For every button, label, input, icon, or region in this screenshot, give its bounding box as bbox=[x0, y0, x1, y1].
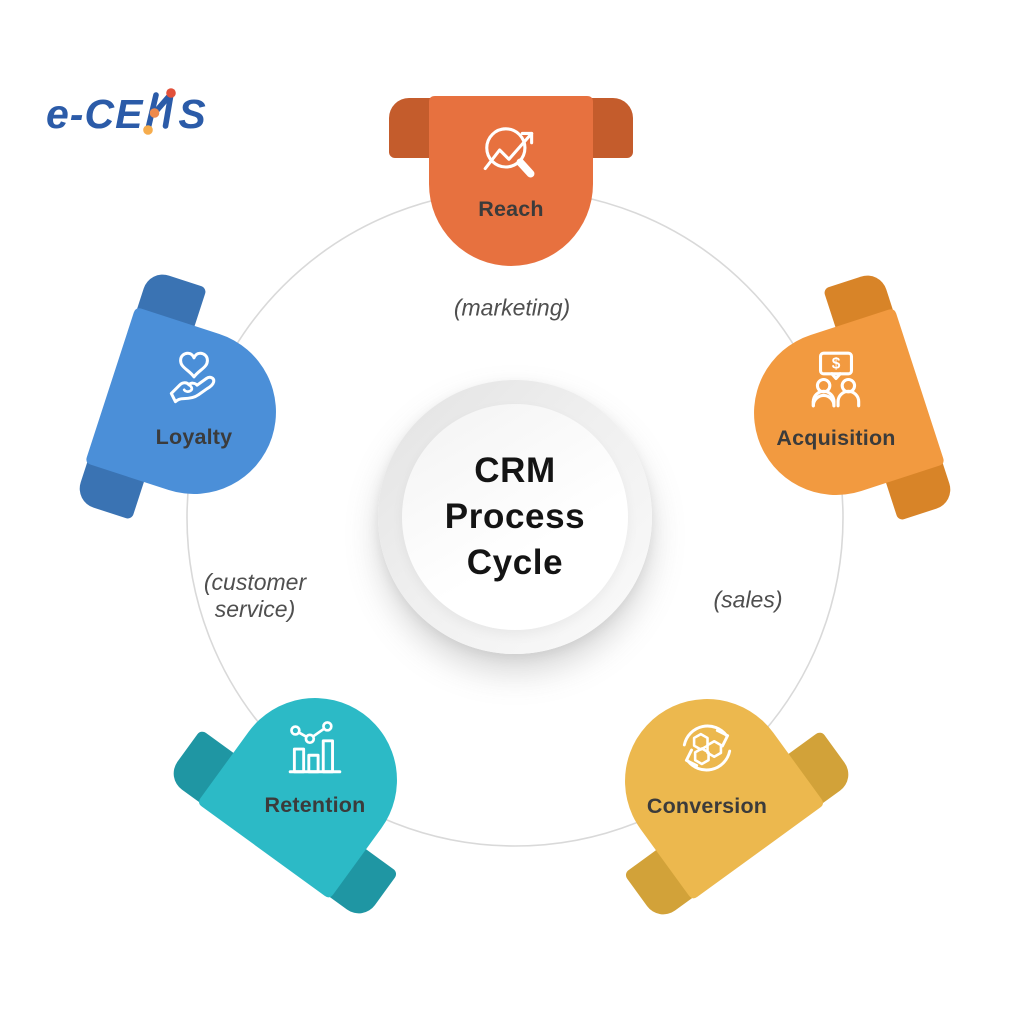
center-badge: CRM Process Cycle bbox=[378, 380, 652, 654]
logo-text-after: S bbox=[178, 90, 207, 137]
ribbon-acquisition bbox=[754, 275, 951, 520]
ribbon-conversion bbox=[625, 699, 849, 915]
ecens-logo: e-CE S bbox=[46, 88, 207, 140]
ribbon-wing bbox=[625, 837, 710, 915]
logo-text-before: e-CE bbox=[46, 90, 144, 137]
ribbon-body bbox=[429, 96, 593, 266]
logo-dot-red bbox=[166, 88, 177, 98]
phase-label-marketing: (marketing) bbox=[453, 294, 571, 321]
ribbon-reach bbox=[389, 96, 633, 266]
logo-dot-orange bbox=[150, 108, 160, 118]
ribbon-body bbox=[198, 698, 397, 898]
phase-label-customer-service: (customer service) bbox=[203, 569, 307, 622]
phase-label-sales: (sales) bbox=[713, 586, 783, 613]
logo-dot-yellow bbox=[143, 125, 154, 135]
diagram-title: CRM Process Cycle bbox=[444, 451, 586, 582]
ribbon-wing bbox=[173, 731, 252, 815]
center-badge-inner: CRM Process Cycle bbox=[402, 404, 628, 630]
ribbon-body bbox=[625, 699, 824, 899]
ribbon-loyalty bbox=[79, 274, 276, 519]
ribbon-retention bbox=[173, 698, 397, 914]
ribbon-wing bbox=[312, 836, 397, 914]
ribbon-wing bbox=[770, 732, 849, 816]
logo-n-zigzag-dots-icon bbox=[143, 88, 177, 135]
